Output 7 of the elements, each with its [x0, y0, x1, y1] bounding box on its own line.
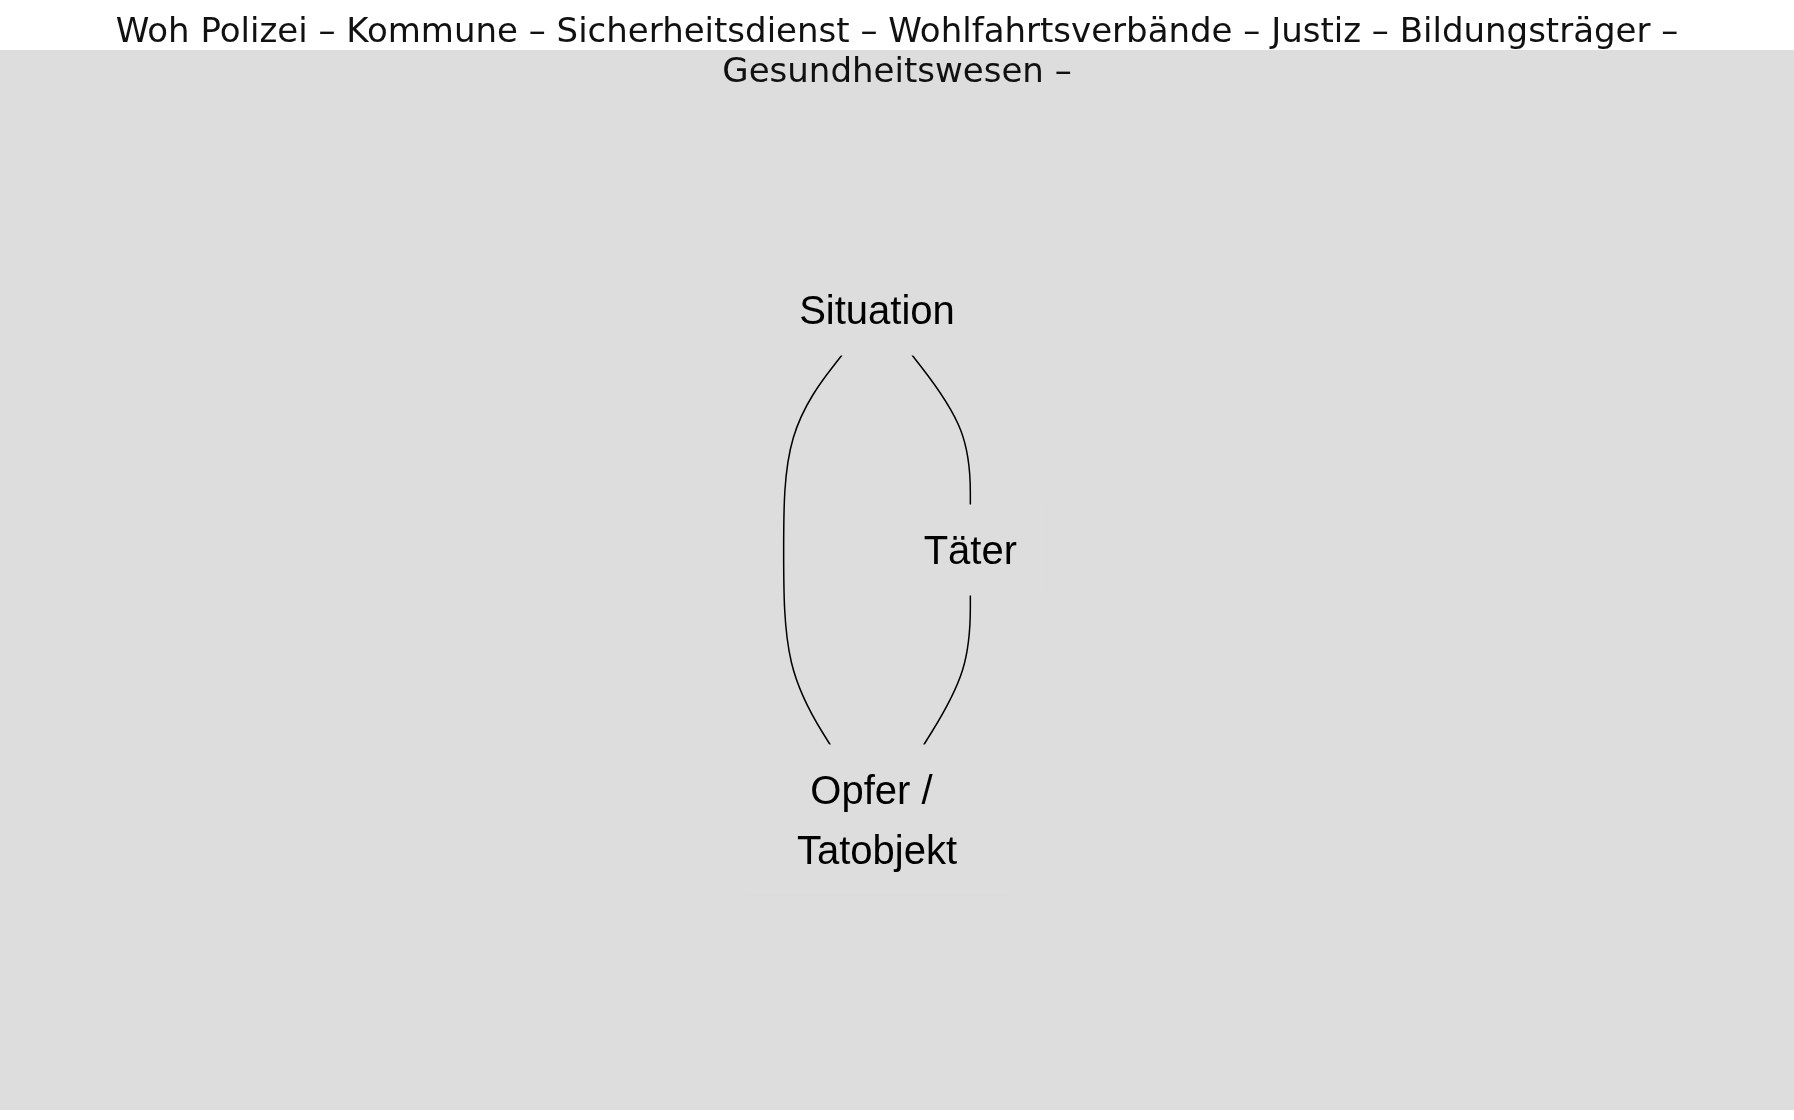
node-text: Opfer / Tatobjekt [796, 767, 958, 872]
node-text: Täter [923, 527, 1017, 572]
connector [922, 594, 972, 746]
connector [782, 354, 843, 746]
node-text: Situation [799, 288, 955, 332]
connector [911, 354, 972, 506]
ring-text: Woh Polizei – Kommune – Sicherheitsdienst – Wohlfahrtsverbände – Justiz – Bildungsträger – Gesundheitswesen – [114, 10, 1680, 90]
